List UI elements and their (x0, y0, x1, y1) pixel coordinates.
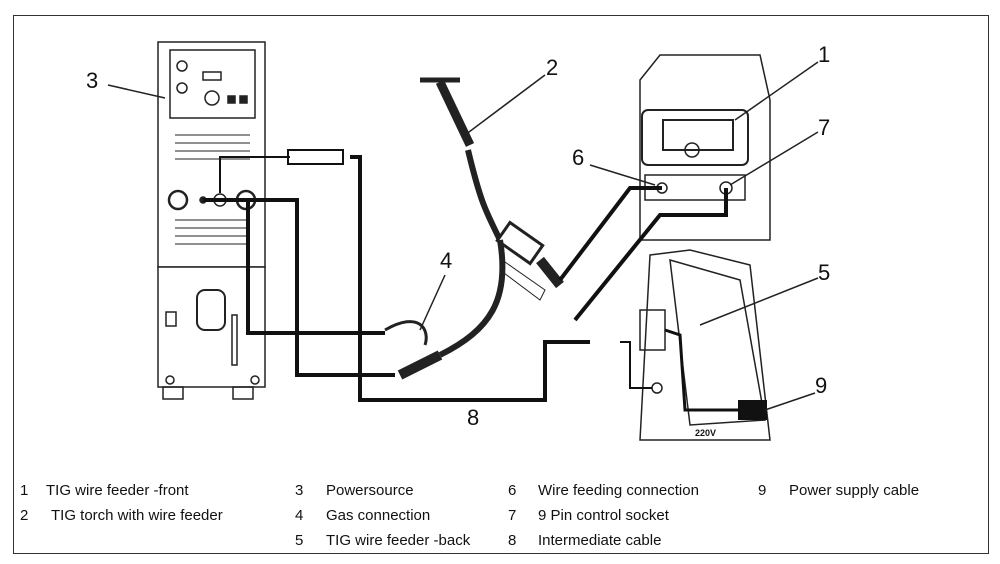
legend-item-3: 3 Powersource (295, 482, 414, 499)
legend-num: 3 (295, 482, 304, 499)
callout-4: 4 (440, 248, 453, 273)
callout-9: 9 (815, 373, 828, 398)
legend-item-7: 7 9 Pin control socket (508, 507, 669, 524)
cables (203, 149, 767, 420)
legend-item-4: 4 Gas connection (295, 507, 430, 524)
legend-text: Intermediate cable (538, 532, 662, 549)
legend-item-9: 9 Power supply cable (758, 482, 919, 499)
legend-text: Gas connection (326, 507, 431, 524)
legend-num: 9 (758, 482, 767, 499)
callout-7: 7 (818, 115, 831, 140)
leader-lines (107, 61, 819, 411)
legend-text: Wire feeding connection (538, 482, 699, 499)
callout-5: 5 (818, 260, 831, 285)
callout-2: 2 (546, 55, 559, 80)
callout-6: 6 (572, 145, 585, 170)
legend-num: 7 (508, 507, 517, 524)
legend-num: 6 (508, 482, 517, 499)
callout-8: 8 (467, 405, 480, 430)
legend-text: TIG wire feeder -back (326, 532, 471, 549)
legend-item-1: 1 TIG wire feeder -front (20, 482, 189, 499)
legend-text: 9 Pin control socket (538, 507, 669, 524)
legend-item-6: 6 Wire feeding connection (508, 482, 699, 499)
legend-text: TIG torch with wire feeder (51, 507, 223, 524)
legend-num: 8 (508, 532, 517, 549)
legend-num: 1 (20, 482, 29, 499)
wire-feeder-front (639, 54, 771, 241)
voltage-label: 220V (695, 428, 717, 438)
diagram-frame (13, 15, 989, 554)
legend-num: 4 (295, 507, 304, 524)
legend-item-8: 8 Intermediate cable (508, 532, 661, 549)
legend-item-5: 5 TIG wire feeder -back (295, 532, 470, 549)
legend-text: TIG wire feeder -front (46, 482, 189, 499)
callout-3: 3 (86, 68, 99, 93)
callout-1: 1 (818, 42, 831, 67)
legend-text: Power supply cable (789, 482, 920, 499)
legend-item-2: 2 TIG torch with wire feeder (20, 507, 223, 524)
legend-text: Powersource (326, 482, 414, 499)
legend-num: 2 (20, 507, 29, 524)
tig-torch (384, 77, 564, 380)
legend-num: 5 (295, 532, 304, 549)
